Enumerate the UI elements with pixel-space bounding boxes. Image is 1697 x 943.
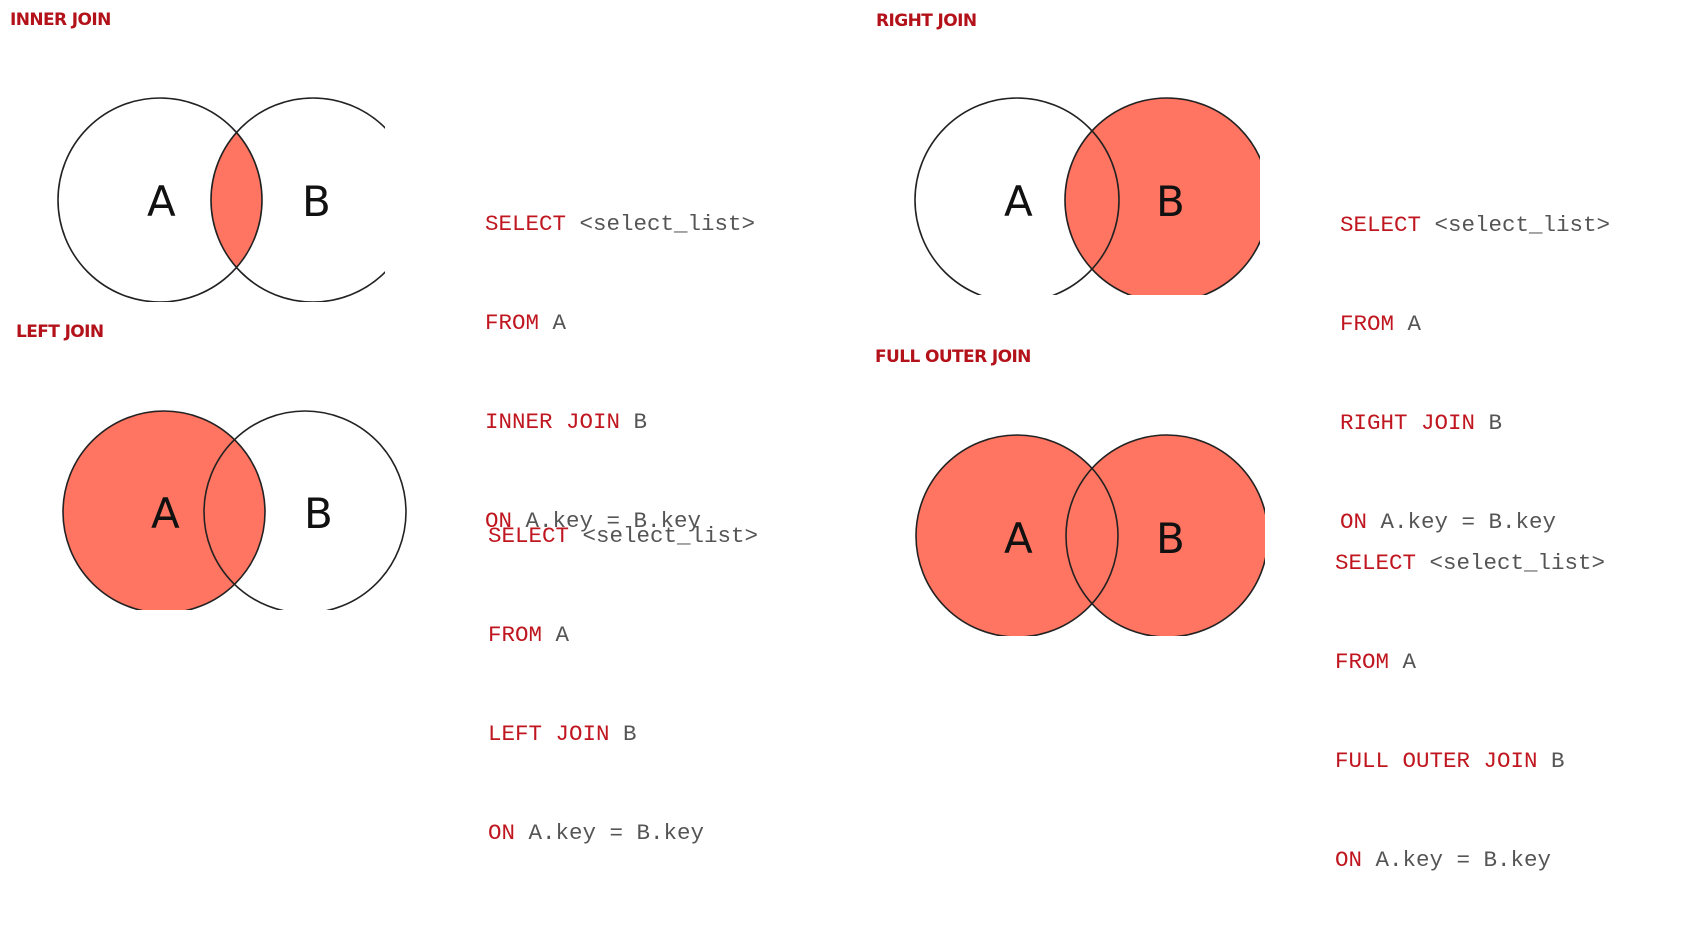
sql-keyword: SELECT — [1340, 212, 1422, 238]
sql-line: SELECT <select_list> — [488, 520, 758, 553]
sql-text: A — [539, 310, 567, 336]
sql-text: A.key = B.key — [515, 820, 705, 846]
inner-join-sql: SELECT <select_list> FROM A INNER JOIN B… — [485, 142, 755, 604]
sql-keyword: RIGHT JOIN — [1340, 410, 1476, 436]
circle-b — [1065, 434, 1265, 636]
full-outer-join-venn-diagram: A B — [915, 434, 1265, 636]
sql-keyword: ON — [485, 508, 513, 534]
sql-text: B — [1475, 410, 1503, 436]
sql-line: ON A.key = B.key — [1335, 844, 1605, 877]
sql-keyword: LEFT JOIN — [488, 721, 610, 747]
inner-join-venn-diagram: A B — [57, 97, 385, 302]
sql-line: ON A.key = B.key — [485, 505, 755, 538]
sql-keyword: SELECT — [1335, 550, 1417, 576]
sql-line: ON A.key = B.key — [1340, 506, 1610, 539]
sql-keyword: FROM — [1335, 649, 1390, 675]
sql-line: SELECT <select_list> — [1340, 209, 1610, 242]
sql-keyword: FROM — [488, 622, 543, 648]
sql-keyword: FULL OUTER JOIN — [1335, 748, 1538, 774]
sql-line: FROM A — [1340, 308, 1610, 341]
circle-b-label: B — [1156, 177, 1185, 226]
right-join-venn: A B — [910, 92, 1260, 295]
sql-text: A — [542, 622, 570, 648]
sql-line: RIGHT JOIN B — [1340, 407, 1610, 440]
sql-line: INNER JOIN B — [485, 406, 755, 439]
inner-join-venn: A B — [55, 92, 385, 302]
sql-keyword: ON — [488, 820, 516, 846]
sql-line: FROM A — [485, 307, 755, 340]
circle-a — [62, 410, 266, 610]
sql-line: SELECT <select_list> — [1335, 547, 1605, 580]
circle-a-label: A — [151, 489, 180, 538]
left-join-title: LEFT JOIN — [16, 322, 104, 342]
circle-a — [915, 434, 1119, 636]
sql-text: B — [620, 409, 648, 435]
sql-text: B — [1537, 748, 1565, 774]
sql-keyword: FROM — [1340, 311, 1395, 337]
circle-b — [203, 410, 407, 610]
sql-line: LEFT JOIN B — [488, 718, 758, 751]
sql-text: A.key = B.key — [1362, 847, 1552, 873]
left-join-sql: SELECT <select_list> FROM A LEFT JOIN B … — [488, 454, 758, 916]
sql-line: SELECT <select_list> — [485, 208, 755, 241]
venn-fill-a — [63, 411, 265, 610]
sql-text: A.key = B.key — [1367, 509, 1557, 535]
right-join-venn-diagram: A B — [914, 97, 1260, 295]
sql-text: <select_list> — [1416, 550, 1606, 576]
circle-b — [210, 97, 385, 302]
sql-text: <select_list> — [566, 211, 756, 237]
circle-b — [1064, 97, 1260, 295]
circle-b-label: B — [302, 177, 331, 226]
sql-text: A.key = B.key — [512, 508, 702, 534]
venn-fill-b — [1066, 435, 1265, 636]
sql-keyword: FROM — [485, 310, 540, 336]
sql-text: <select_list> — [569, 523, 759, 549]
right-join-title: RIGHT JOIN — [876, 11, 977, 31]
sql-text: A — [1394, 311, 1422, 337]
full-outer-join-venn: A B — [915, 433, 1265, 636]
venn-fill-a — [916, 435, 1118, 636]
sql-line: ON A.key = B.key — [488, 817, 758, 850]
sql-text: A — [1389, 649, 1417, 675]
sql-text: B — [609, 721, 637, 747]
full-outer-join-sql: SELECT <select_list> FROM A FULL OUTER J… — [1335, 481, 1605, 943]
inner-join-title: INNER JOIN — [10, 10, 111, 30]
sql-keyword: ON — [1335, 847, 1363, 873]
circle-a-label: A — [147, 177, 176, 226]
left-join-venn: A B — [60, 405, 410, 610]
sql-keyword: SELECT — [488, 523, 570, 549]
left-join-venn-diagram: A B — [62, 410, 407, 610]
sql-text: <select_list> — [1421, 212, 1611, 238]
venn-fill-b — [1065, 98, 1260, 295]
circle-a-label: A — [1004, 514, 1033, 563]
circle-a — [914, 97, 1120, 295]
sql-keyword: INNER JOIN — [485, 409, 621, 435]
sql-keyword: SELECT — [485, 211, 567, 237]
sql-line: FROM A — [1335, 646, 1605, 679]
circle-b-label: B — [304, 489, 333, 538]
right-join-sql: SELECT <select_list> FROM A RIGHT JOIN B… — [1340, 143, 1610, 605]
sql-line: FULL OUTER JOIN B — [1335, 745, 1605, 778]
circle-b-label: B — [1156, 514, 1185, 563]
full-outer-join-title: FULL OUTER JOIN — [875, 347, 1031, 367]
circle-a-label: A — [1004, 177, 1033, 226]
sql-keyword: ON — [1340, 509, 1368, 535]
venn-fill-intersection — [211, 98, 262, 302]
circle-a — [57, 97, 263, 302]
